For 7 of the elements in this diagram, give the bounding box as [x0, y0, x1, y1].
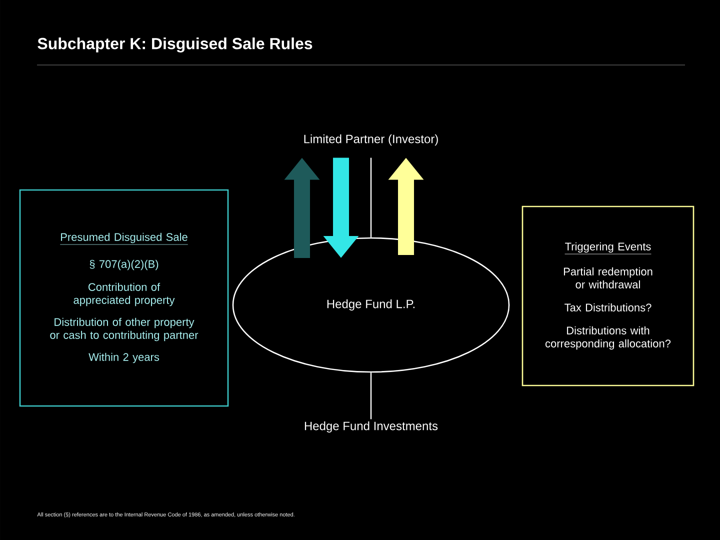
text-box: Presumed Disguised Sale § 707(a)(2)(B) Contribution of appreciated property Distribution of other property or cash to contributing partner Within 2 years	[19, 189, 229, 407]
node-label: Limited Partner (Investor)	[304, 134, 438, 146]
connector-line	[370, 372, 372, 420]
text-box: Triggering Events Partial redemption or withdrawal Tax Distributions? Distributions with corresponding allocation?	[522, 206, 694, 386]
node-label: Hedge Fund Investments	[304, 421, 438, 433]
title: Subchapter K: Disguised Sale Rules	[38, 38, 312, 52]
connector-line	[370, 158, 372, 238]
